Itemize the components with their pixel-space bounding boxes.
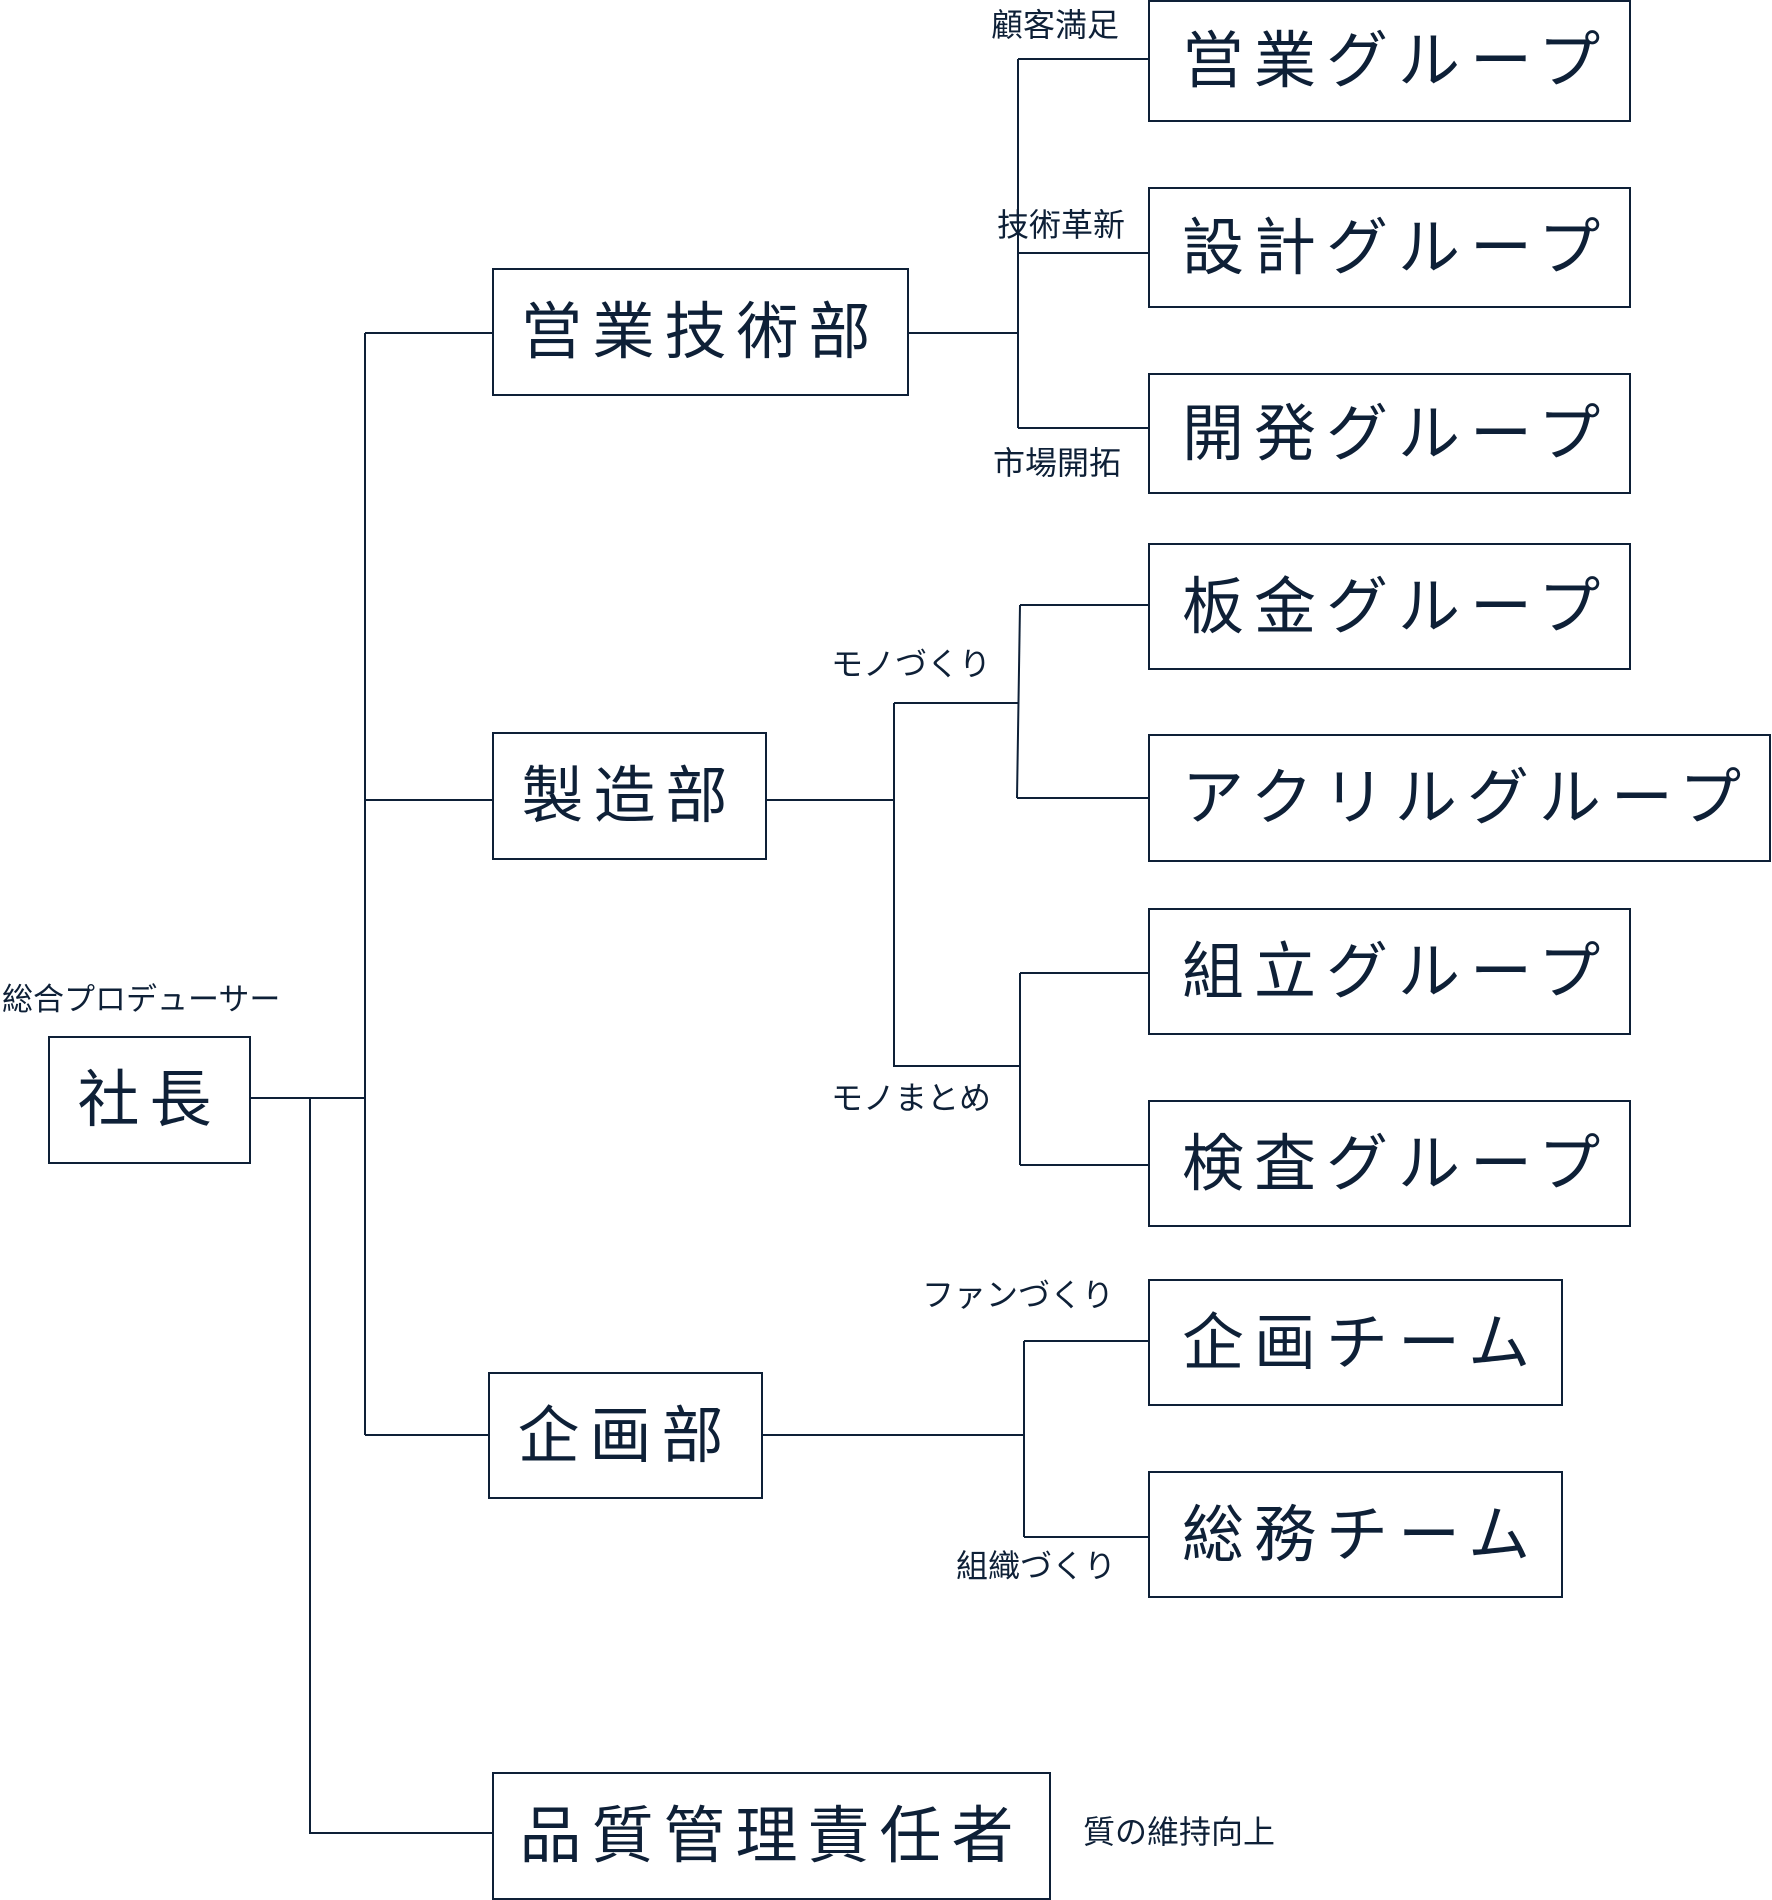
department-sales-engineering: 営業技術部 <box>492 268 909 396</box>
quality-mission-caption: 質の維持向上 <box>1083 1813 1276 1851</box>
quality-manager-box: 品質管理責任者 <box>492 1772 1051 1900</box>
mission-caption: モノまとめ <box>831 1079 992 1117</box>
mission-caption: 組織づくり <box>956 1547 1117 1585</box>
team-general-affairs: 総務チーム <box>1148 1471 1563 1598</box>
group-label: 検査グループ <box>1182 1126 1611 1200</box>
team-planning: 企画チーム <box>1148 1279 1563 1406</box>
department-label: 営業技術部 <box>520 295 881 368</box>
group-inspection: 検査グループ <box>1148 1100 1631 1227</box>
quality-manager-label: 品質管理責任者 <box>519 1799 1024 1872</box>
group-assembly: 組立グループ <box>1148 908 1631 1035</box>
team-label: 企画チーム <box>1182 1305 1541 1379</box>
mission-caption: 市場開拓 <box>993 444 1122 482</box>
group-acrylic: アクリルグループ <box>1148 734 1771 862</box>
group-label: 開発グループ <box>1182 396 1611 470</box>
president-label: 社長 <box>77 1063 222 1136</box>
mission-caption: モノづくり <box>831 645 992 683</box>
department-manufacturing: 製造部 <box>492 732 767 860</box>
group-label: 組立グループ <box>1182 934 1611 1008</box>
mission-caption: ファンづくり <box>922 1276 1115 1314</box>
team-label: 総務チーム <box>1182 1497 1541 1571</box>
department-planning: 企画部 <box>488 1372 763 1499</box>
mission-caption: 顧客満足 <box>991 6 1120 44</box>
group-design: 設計グループ <box>1148 187 1631 308</box>
group-label: 営業グループ <box>1182 24 1611 97</box>
president-box: 社長 <box>48 1036 251 1164</box>
group-label: 設計グループ <box>1182 210 1611 284</box>
group-sheet-metal: 板金グループ <box>1148 543 1631 670</box>
department-label: 企画部 <box>517 1398 734 1472</box>
group-label: アクリルグループ <box>1182 761 1752 834</box>
department-label: 製造部 <box>521 759 738 832</box>
group-sales: 営業グループ <box>1148 0 1631 122</box>
mission-caption: 技術革新 <box>997 206 1126 244</box>
group-label: 板金グループ <box>1182 569 1611 643</box>
president-role-caption: 総合プロデューサー <box>2 982 281 1018</box>
group-development: 開発グループ <box>1148 373 1631 494</box>
